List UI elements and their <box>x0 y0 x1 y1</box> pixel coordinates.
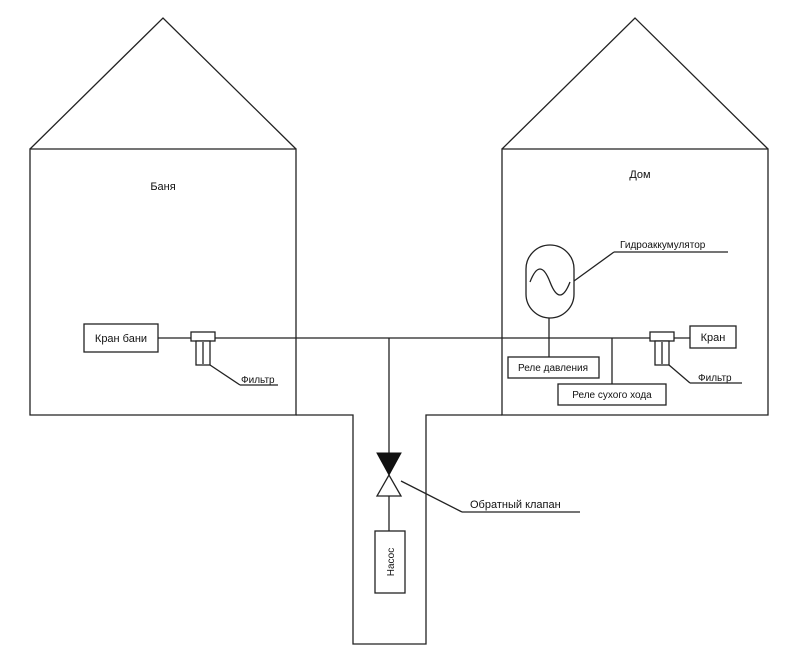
gidroakkumulyator-label: Гидроаккумулятор <box>620 240 706 251</box>
banya-label: Баня <box>150 181 175 193</box>
check-valve-icon <box>375 452 403 497</box>
dom-building <box>501 17 769 416</box>
rele-sukhogo-khoda-label: Реле сухого хода <box>572 390 652 401</box>
rele-sukhogo-khoda-box <box>557 383 667 406</box>
check-valve-label: Обратный клапан <box>470 499 561 511</box>
kran-bani-box <box>83 323 159 353</box>
rele-davleniya-label: Реле давления <box>518 363 588 374</box>
kran-label: Кран <box>701 332 726 344</box>
filter-right-icon <box>649 331 675 366</box>
well-shaft <box>296 414 502 645</box>
banya-building <box>29 17 297 416</box>
gidroakkumulyator-icon <box>525 244 575 319</box>
kran-box <box>689 325 737 349</box>
filter-right-leader <box>668 364 691 384</box>
check-valve-leader <box>400 480 463 513</box>
dom-walls <box>501 148 769 416</box>
rele-davleniya-box <box>507 356 600 379</box>
nasos-box <box>374 530 406 594</box>
filter-left-icon <box>190 331 216 366</box>
dom-roof <box>501 17 769 150</box>
filter-right-label: Фильтр <box>698 373 732 384</box>
kran-bani-label: Кран бани <box>95 333 147 345</box>
dom-label: Дом <box>629 169 650 181</box>
banya-roof <box>29 17 297 150</box>
gidroakkumulyator-leader <box>573 251 615 282</box>
filter-left-label: Фильтр <box>241 375 275 386</box>
nasos-label: Насос <box>386 548 397 576</box>
filter-left-leader <box>209 364 241 386</box>
